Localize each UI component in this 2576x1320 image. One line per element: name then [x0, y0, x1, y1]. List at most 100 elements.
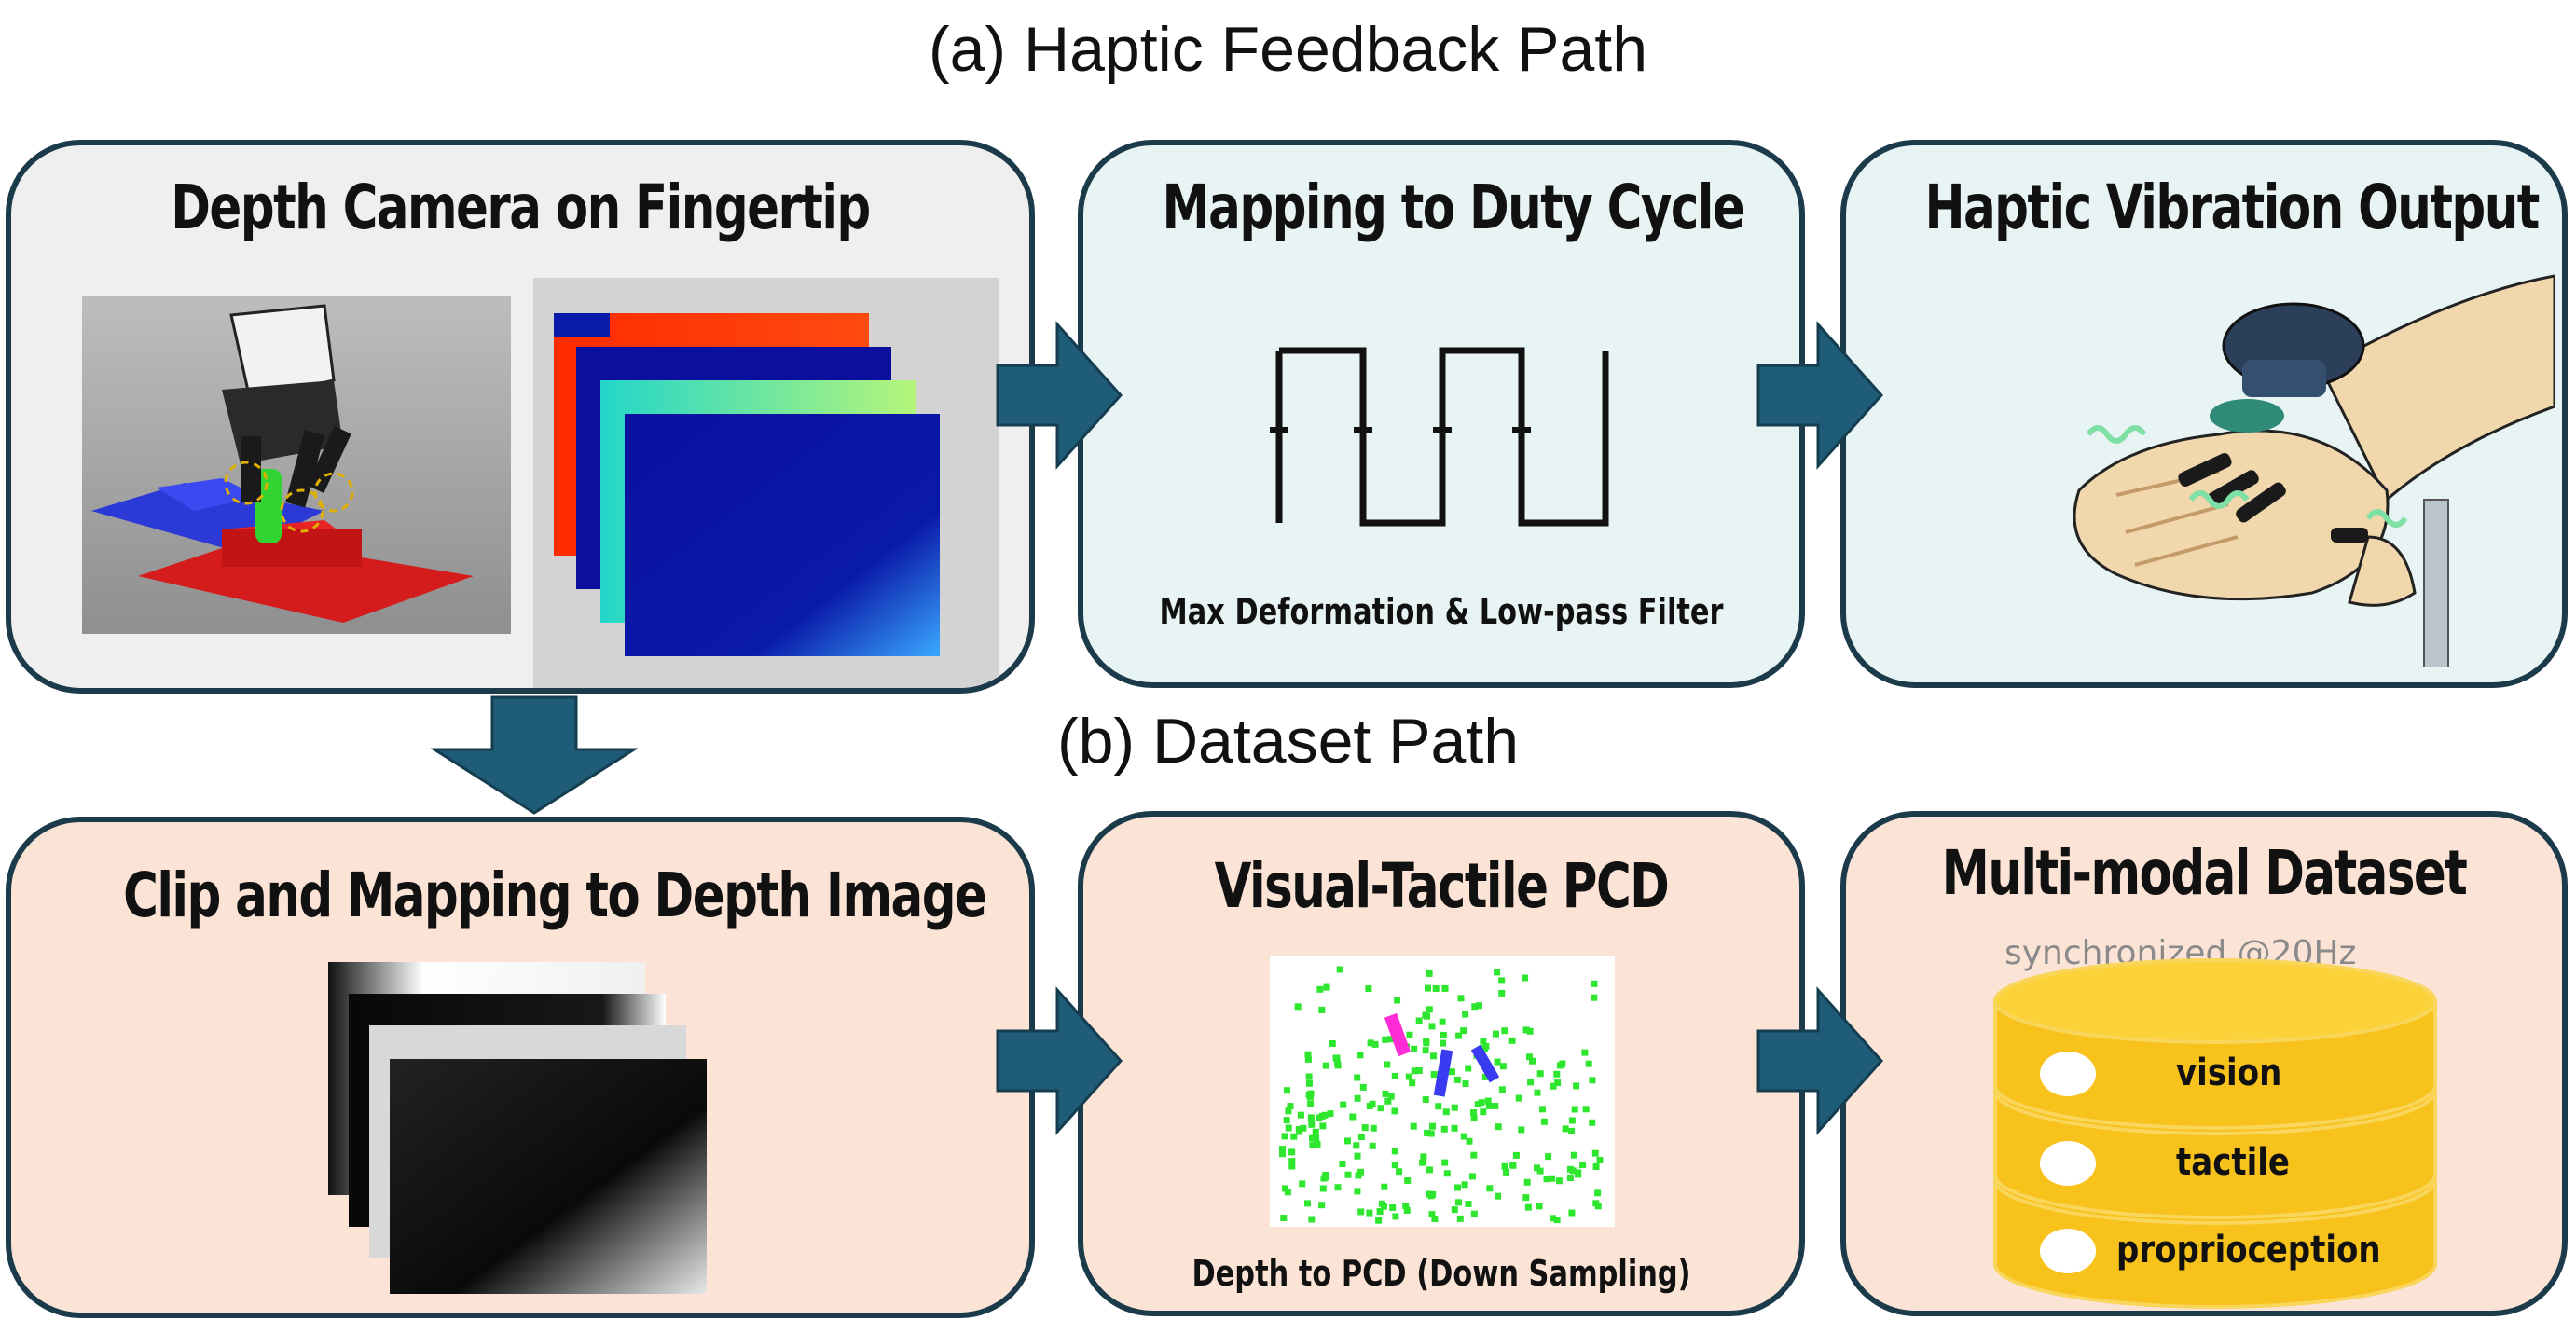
dataset-path-title: (b) Dataset Path: [1056, 706, 1520, 777]
point-cloud-dot: [1336, 966, 1343, 973]
point-cloud-dot: [1476, 1002, 1482, 1010]
point-cloud-dot: [1466, 1137, 1473, 1145]
point-cloud-dot: [1529, 1057, 1536, 1065]
depth-map-stack-image: [533, 278, 999, 688]
point-cloud-dot: [1423, 1039, 1430, 1047]
point-cloud-dot: [1485, 1102, 1493, 1109]
point-cloud-dot: [1594, 1189, 1602, 1197]
point-cloud-dot: [1428, 1211, 1436, 1218]
point-cloud-dot: [1396, 1168, 1403, 1176]
point-cloud-dot: [1428, 1023, 1436, 1030]
point-cloud-dot: [1582, 1106, 1590, 1113]
point-cloud-dot: [1426, 1166, 1433, 1174]
point-cloud-dot: [1354, 1152, 1361, 1160]
point-cloud-dot: [1429, 1122, 1436, 1130]
point-cloud-dot: [1501, 1027, 1508, 1035]
point-cloud-dot: [1366, 1209, 1373, 1217]
point-cloud-dot: [1283, 1117, 1290, 1124]
point-cloud-dot: [1355, 1172, 1362, 1179]
point-cloud-dot: [1309, 1142, 1316, 1149]
point-cloud-dot: [1420, 1153, 1427, 1161]
point-cloud-dot: [1441, 984, 1449, 992]
point-cloud-dot: [1387, 1093, 1395, 1100]
point-cloud-dot: [1313, 1134, 1320, 1142]
point-cloud-dot: [1498, 977, 1506, 984]
dataset-cylinder-icon: [1993, 958, 2437, 1309]
point-cloud-dot: [1422, 1011, 1429, 1019]
point-cloud-dot: [1357, 1168, 1364, 1176]
point-cloud-dot: [1441, 1159, 1449, 1166]
point-cloud-dot: [1465, 1065, 1472, 1072]
point-cloud-dot: [1486, 1185, 1494, 1192]
point-cloud-dot: [1316, 985, 1324, 993]
point-cloud-dot: [1456, 1215, 1464, 1222]
point-cloud-dot: [1357, 1052, 1364, 1059]
point-cloud-dot: [1522, 1026, 1530, 1034]
point-cloud-dot: [1457, 995, 1465, 1002]
point-cloud-dot: [1294, 1003, 1302, 1011]
point-cloud-dot: [1304, 1200, 1311, 1207]
point-cloud-dot: [1376, 1208, 1384, 1215]
point-cloud-dot: [1553, 1070, 1561, 1078]
point-cloud-dot: [1386, 1036, 1394, 1043]
point-cloud-dot: [1474, 1101, 1481, 1108]
point-cloud-dot: [1451, 1124, 1458, 1132]
point-cloud-dot: [1392, 1213, 1399, 1220]
point-cloud-dot: [1573, 1082, 1580, 1090]
point-cloud-dot: [1307, 1114, 1315, 1121]
point-cloud-dot: [1281, 1133, 1288, 1140]
point-cloud-dot: [1426, 1190, 1433, 1198]
point-cloud-dot: [1295, 1126, 1302, 1133]
duty-cycle-title: Mapping to Duty Cycle: [1162, 172, 1744, 243]
point-cloud-dot: [1451, 1206, 1458, 1214]
point-cloud-dot: [1550, 1215, 1556, 1222]
point-cloud-dot: [1568, 1209, 1576, 1217]
duty-cycle-panel: Mapping to Duty Cycle Max Deformation & …: [1078, 140, 1805, 688]
point-cloud-dot: [1440, 1125, 1448, 1133]
point-cloud-dot: [1394, 997, 1401, 1004]
grayscale-depth-stack-image: [328, 962, 707, 1294]
point-cloud-dot: [1592, 1163, 1600, 1170]
point-cloud-dot: [1404, 1177, 1412, 1184]
point-cloud-dot: [1534, 1164, 1540, 1172]
point-cloud-dot: [1596, 1157, 1604, 1163]
point-cloud-dot: [1460, 1027, 1467, 1035]
point-cloud-dot: [1471, 1003, 1479, 1011]
point-cloud-dot: [1284, 1189, 1291, 1196]
point-cloud-dot: [1591, 1149, 1599, 1157]
point-cloud-dot: [1375, 1217, 1383, 1224]
point-cloud-dot: [1435, 1103, 1442, 1110]
point-cloud-dot: [1484, 1097, 1492, 1105]
visual-tactile-caption: Depth to PCD (Down Sampling): [1192, 1253, 1691, 1294]
point-cloud-dot: [1389, 1204, 1397, 1211]
point-cloud-dot: [1425, 984, 1431, 992]
point-cloud-dot: [1594, 1203, 1602, 1210]
point-cloud-dot: [1430, 1071, 1438, 1079]
point-cloud-dot: [1279, 1150, 1286, 1158]
point-cloud-dot: [1282, 1185, 1288, 1192]
point-cloud-dot: [1526, 1027, 1534, 1035]
point-cloud-dot: [1454, 1184, 1461, 1191]
point-cloud-dot: [1518, 1126, 1525, 1134]
point-cloud-dot: [1469, 1173, 1476, 1180]
point-cloud-dot: [1495, 1192, 1502, 1200]
point-cloud-dot: [1540, 1118, 1548, 1125]
point-cloud-dot: [1322, 1062, 1329, 1069]
point-cloud-image: [1270, 956, 1615, 1227]
point-cloud-dot: [1461, 1181, 1468, 1189]
layer-proprioception-label: proprioception: [2116, 1229, 2381, 1272]
point-cloud-dot: [1536, 1167, 1544, 1175]
point-cloud-dot: [1455, 1032, 1463, 1039]
point-cloud-dot: [1327, 1110, 1334, 1118]
point-cloud-dot: [1323, 983, 1330, 991]
point-cloud-dot: [1494, 1058, 1501, 1066]
point-cloud-dot: [1304, 1055, 1312, 1063]
depth-camera-panel: Depth Camera on Fingertip: [6, 140, 1035, 694]
point-cloud-dot: [1357, 1208, 1365, 1216]
point-cloud-dot: [1515, 1094, 1522, 1102]
point-cloud-dot: [1344, 1171, 1352, 1178]
point-cloud-dot: [1570, 1151, 1577, 1159]
point-cloud-dot: [1534, 1089, 1541, 1096]
point-cloud-dot: [1495, 1123, 1502, 1131]
square-wave-diagram: [1270, 347, 1609, 527]
